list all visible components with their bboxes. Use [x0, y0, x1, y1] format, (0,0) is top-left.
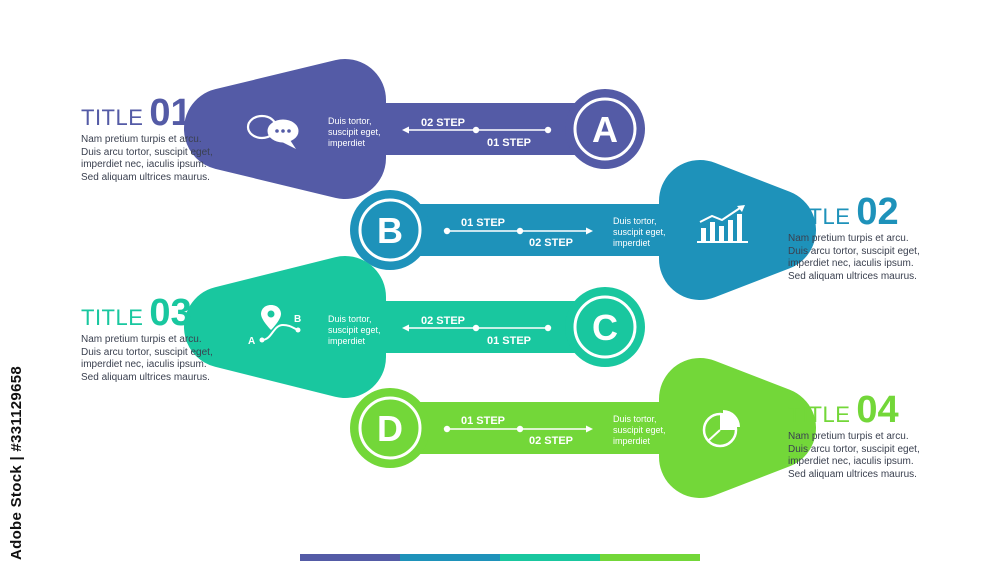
bottom-color-bar-a [300, 554, 400, 561]
arrow-b: B 01 STEP 02 STEP Duis tortor, suscipit … [350, 160, 816, 300]
title-description: Nam pretium turpis et arcu. Duis arcu to… [81, 334, 213, 383]
stock-watermark: Adobe Stock | #331129658 [8, 365, 25, 560]
arrow-a: A Duis tortor, suscipit eget, imperdiet … [184, 59, 645, 199]
title-block-04: TITLE 04 Nam pretium turpis et arcu. Dui… [788, 391, 963, 481]
title-block-03: TITLE 03 Nam pretium turpis et arcu. Dui… [81, 294, 256, 384]
arrow-d-step1: 01 STEP [461, 415, 505, 427]
title-description: Nam pretium turpis et arcu. Duis arcu to… [81, 134, 213, 183]
bottom-color-bar-b [400, 554, 500, 561]
arrow-a-step2: 02 STEP [421, 117, 465, 129]
title-number: 03 [149, 292, 192, 334]
title-number: 04 [856, 389, 899, 431]
title-word: TITLE [788, 204, 851, 229]
arrow-c-letter-ring [573, 295, 637, 359]
arrow-b-timeline [443, 227, 593, 235]
speech-bubbles-icon [246, 114, 299, 149]
title-word: TITLE [788, 402, 851, 427]
title-word: TITLE [81, 305, 144, 330]
arrow-a-letter-ring [573, 97, 637, 161]
title-description: Nam pretium turpis et arcu. Duis arcu to… [788, 233, 920, 282]
arrow-b-step1: 01 STEP [461, 217, 505, 229]
bottom-color-bar-c [500, 554, 600, 561]
arrow-b-step2: 02 STEP [529, 237, 573, 249]
arrow-d-text: Duis tortor, suscipit eget, imperdiet [613, 414, 668, 446]
pie-chart-icon [702, 410, 740, 448]
arrow-c: C A B Duis tortor, suscipit eget, imperd… [184, 256, 645, 398]
arrow-a-timeline [402, 126, 552, 134]
arrow-c-step1: 01 STEP [487, 335, 531, 347]
arrow-c-shape [184, 256, 645, 398]
arrow-c-text: Duis tortor, suscipit eget, imperdiet [328, 314, 383, 346]
arrow-d-letter-ring [358, 396, 422, 460]
arrow-a-step1: 01 STEP [487, 137, 531, 149]
title-word: TITLE [81, 105, 144, 130]
arrow-a-letter: A [592, 109, 618, 150]
arrow-d-shape [350, 358, 816, 498]
arrow-d-letter: D [377, 408, 403, 449]
arrow-d: D 01 STEP 02 STEP Duis tortor, suscipit … [350, 358, 816, 498]
arrow-c-step2: 02 STEP [421, 315, 465, 327]
title-number: 01 [149, 92, 192, 134]
arrow-b-letter-ring [358, 198, 422, 262]
title-number: 02 [856, 191, 899, 233]
route-label-a: A [248, 336, 255, 347]
route-label-b: B [294, 314, 301, 325]
arrow-b-letter: B [377, 210, 403, 251]
bar-chart-icon [697, 205, 748, 243]
arrow-b-text: Duis tortor, suscipit eget, imperdiet [613, 216, 668, 248]
title-block-01: TITLE 01 Nam pretium turpis et arcu. Dui… [81, 94, 256, 184]
arrow-a-shape [184, 59, 645, 199]
arrow-d-step2: 02 STEP [529, 435, 573, 447]
arrow-a-text: Duis tortor, suscipit eget, imperdiet [328, 116, 383, 148]
route-icon: A B [248, 305, 301, 347]
title-description: Nam pretium turpis et arcu. Duis arcu to… [788, 431, 920, 480]
bottom-color-bar-d [600, 554, 700, 561]
arrow-d-timeline [443, 425, 593, 433]
arrow-c-timeline [402, 324, 552, 332]
title-block-02: TITLE 02 Nam pretium turpis et arcu. Dui… [788, 193, 963, 283]
arrow-c-letter: C [592, 307, 618, 348]
